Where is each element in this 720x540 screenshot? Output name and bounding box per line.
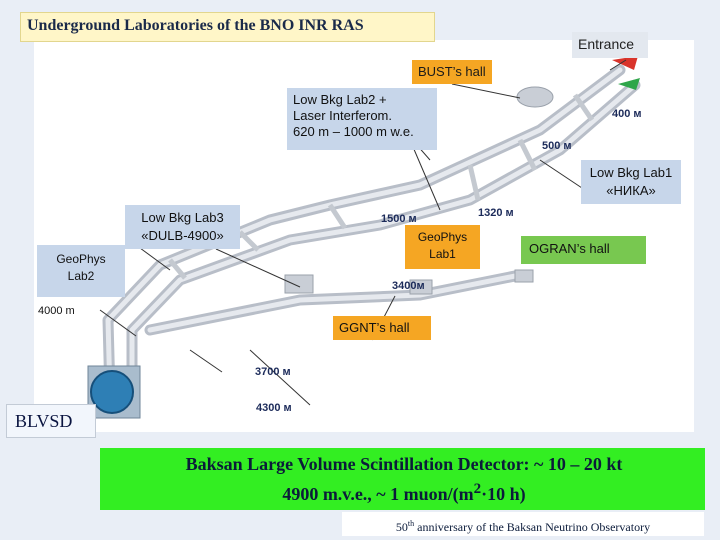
distance-1500: 1500 м xyxy=(381,213,417,225)
blvsd-label: BLVSD xyxy=(6,404,96,438)
low-bkg-lab1-label: Low Bkg Lab1 «НИКА» xyxy=(581,160,681,204)
low-bkg-lab3-label: Low Bkg Lab3 «DULB-4900» xyxy=(125,205,240,249)
anniversary-footer: 50th anniversary of the Baksan Neutrino … xyxy=(342,512,704,536)
cross-passages xyxy=(168,93,595,280)
footer-prefix: 50 xyxy=(395,520,408,534)
distance-3400: 3400м xyxy=(392,280,425,292)
detector-description-line1: Baksan Large Volume Scintillation Detect… xyxy=(185,454,623,474)
distance-4300: 4300 м xyxy=(256,402,292,414)
detector-description-line2: 4900 m.v.e., ~ 1 muon/(m2·10 h) xyxy=(104,477,704,507)
low-bkg-lab2-label: Low Bkg Lab2 + Laser Interferom. 620 m –… xyxy=(287,88,437,150)
distance-400: 400 м xyxy=(612,108,642,120)
distance-500: 500 м xyxy=(542,140,572,152)
tunnel-highlights xyxy=(105,67,638,398)
ggnt-hall-label: GGNT’s hall xyxy=(333,316,431,340)
detector-description: Baksan Large Volume Scintillation Detect… xyxy=(104,452,704,507)
line2-suffix: ·10 h) xyxy=(481,484,526,504)
line2-sup: 2 xyxy=(473,481,482,497)
detector-banner xyxy=(100,448,705,510)
blvsd-detector xyxy=(87,365,141,419)
distance-3700: 3700 м xyxy=(255,366,291,378)
lab-chambers xyxy=(284,86,554,295)
footer-suffix: anniversary of the Baksan Neutrino Obser… xyxy=(414,520,651,534)
entrance-arrows xyxy=(612,56,640,90)
entrance-label: Entrance xyxy=(572,32,648,58)
geophys-lab2-label: GeoPhys Lab2 xyxy=(37,245,125,297)
bust-hall-label: BUST’s hall xyxy=(412,60,492,84)
distance-1320: 1320 м xyxy=(478,207,514,219)
page-title: Underground Laboratories of the BNO INR … xyxy=(20,12,435,42)
ogran-hall-label: OGRAN’s hall xyxy=(521,236,646,264)
geophys-lab1-label: GeoPhys Lab1 xyxy=(405,225,480,269)
footer-sup: th xyxy=(407,519,415,528)
line2-prefix: 4900 m.v.e., ~ 1 muon/(m xyxy=(282,484,474,504)
depth-4000m-label: 4000 m xyxy=(34,304,94,320)
